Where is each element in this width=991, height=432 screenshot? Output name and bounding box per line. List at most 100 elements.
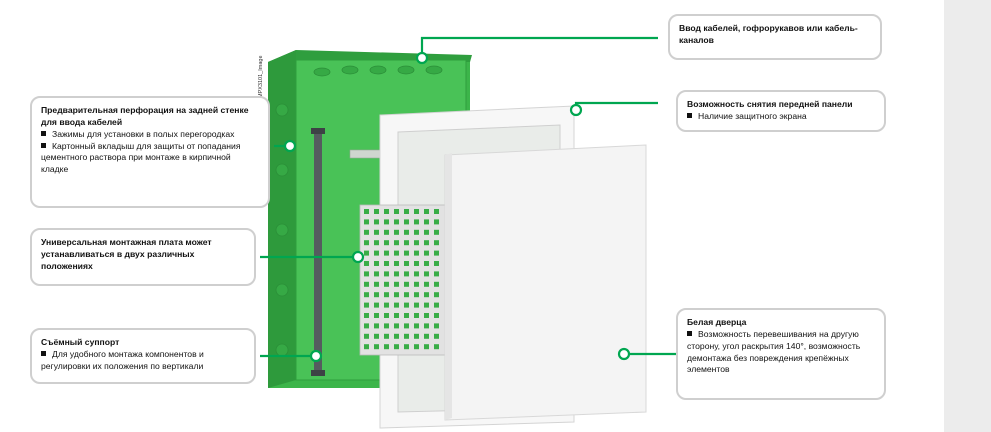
marker-mounting-plate	[351, 250, 365, 264]
perforation-hole	[424, 313, 429, 318]
perforation-hole	[394, 271, 399, 277]
perforation-hole	[414, 344, 419, 350]
perforation-hole	[424, 250, 429, 256]
perforation-hole	[374, 250, 379, 256]
callout-front-panel-title: Возможность снятия передней панели	[687, 99, 853, 109]
perforation-hole	[384, 250, 389, 256]
perforation-hole	[424, 281, 429, 287]
perforation-hole	[404, 323, 409, 329]
perforation-hole	[434, 313, 439, 318]
perforation-hole	[434, 271, 439, 277]
perforation-hole	[434, 240, 439, 246]
perforation-hole	[394, 281, 399, 287]
perforation-hole	[434, 281, 439, 287]
perforation-hole	[404, 271, 409, 277]
perforation-hole	[384, 209, 389, 214]
perforation-hole	[384, 261, 389, 266]
perforation-hole	[374, 209, 379, 214]
callout-support-title: Съёмный суппорт	[41, 337, 120, 347]
perforation-hole	[414, 271, 419, 277]
perforation-hole	[364, 292, 369, 298]
perforation-hole	[404, 250, 409, 256]
perforation-hole	[364, 344, 369, 350]
callout-support: Съёмный суппорт Для удобного монтажа ком…	[30, 328, 256, 384]
perforation-hole	[384, 281, 389, 287]
perforation-hole	[414, 302, 419, 308]
perforation-hole	[434, 323, 439, 329]
perforation-hole	[424, 209, 429, 214]
perforation-hole	[364, 323, 369, 329]
white-door	[444, 144, 647, 421]
perforation-hole	[364, 313, 369, 318]
perforation-hole	[404, 302, 409, 308]
callout-mounting-plate: Универсальная монтажная плата может уста…	[30, 228, 256, 286]
perforation-hole	[414, 292, 419, 298]
perforation-hole	[394, 240, 399, 246]
marker-perforation	[283, 139, 297, 153]
perforation-hole	[434, 261, 439, 266]
perforation-hole	[414, 261, 419, 266]
callout-perforation: Предварительная перфорация на задней сте…	[30, 96, 270, 208]
marker-cable-entry	[415, 51, 429, 65]
perforation-hole	[394, 313, 399, 318]
perforation-hole	[384, 271, 389, 277]
marker-door	[617, 347, 631, 361]
bullet-icon	[41, 142, 46, 148]
perforation-hole	[394, 250, 399, 256]
bullet-icon	[687, 330, 692, 336]
marker-support	[309, 349, 323, 363]
perforation-hole	[394, 209, 399, 214]
perforation-hole	[404, 209, 409, 214]
perforation-hole	[434, 292, 439, 298]
perforation-hole	[364, 271, 369, 277]
perforation-hole	[364, 333, 369, 339]
perforation-hole	[364, 240, 369, 246]
perforation-hole	[364, 261, 369, 266]
leader-lines	[260, 36, 676, 358]
perforation-hole	[424, 271, 429, 277]
perforation-hole	[384, 313, 389, 318]
perforation-hole	[424, 323, 429, 329]
perforation-hole	[424, 302, 429, 308]
callout-perforation-title: Предварительная перфорация на задней сте…	[41, 105, 249, 127]
perforation-hole	[394, 344, 399, 350]
perforation-hole	[414, 229, 419, 235]
perforation-hole	[384, 229, 389, 235]
perforation-hole	[384, 302, 389, 308]
perforation-hole	[364, 209, 369, 214]
perforation-hole	[434, 209, 439, 214]
perforation-hole	[404, 292, 409, 298]
perforation-hole	[404, 229, 409, 235]
bullet-icon	[41, 350, 46, 356]
perforation-hole	[364, 302, 369, 308]
perforation-hole	[394, 333, 399, 339]
perforation-hole	[374, 302, 379, 308]
marker-front-panel	[569, 103, 583, 117]
callout-door-item: Возможность перевешивания на другую стор…	[687, 328, 861, 375]
bullet-icon	[687, 112, 692, 118]
perforation-hole	[374, 333, 379, 339]
callout-front-panel-item: Наличие защитного экрана	[687, 111, 875, 123]
perforation-hole	[374, 281, 379, 287]
perforation-hole	[364, 250, 369, 256]
perforation-hole	[414, 313, 419, 318]
perforation-hole	[434, 333, 439, 339]
perforation-hole	[424, 219, 429, 225]
perforation-hole	[364, 229, 369, 235]
perforation-hole	[414, 250, 419, 256]
callout-door: Белая дверца Возможность перевешивания н…	[676, 308, 886, 400]
perforation-hole	[434, 302, 439, 308]
perforation-hole	[394, 302, 399, 308]
perforation-hole	[414, 281, 419, 287]
perforation-hole	[364, 219, 369, 225]
callout-front-panel: Возможность снятия передней панели Налич…	[676, 90, 886, 132]
perforation-hole	[434, 344, 439, 350]
perforation-hole	[364, 281, 369, 287]
perforation-hole	[384, 292, 389, 298]
perforation-hole	[434, 229, 439, 235]
perforation-hole	[384, 219, 389, 225]
perforation-hole	[404, 333, 409, 339]
perforation-hole	[424, 240, 429, 246]
perforation-hole	[434, 219, 439, 225]
perforation-hole	[374, 292, 379, 298]
